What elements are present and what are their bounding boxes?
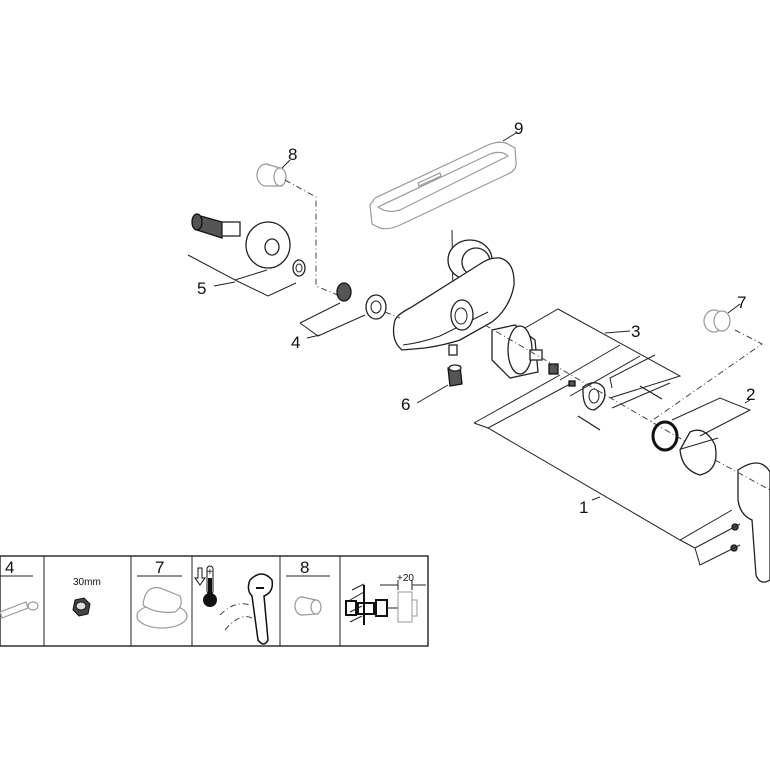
legend-label-8: 8	[300, 558, 309, 577]
callout-5: 5	[197, 279, 206, 298]
callout-1: 1	[579, 498, 588, 517]
leader-line-7	[727, 303, 741, 314]
legend-cell-4: 4	[0, 558, 39, 619]
leader-line-8	[281, 159, 291, 169]
lever-handle	[714, 459, 770, 583]
leader-line-1	[591, 496, 601, 501]
leader-line-4	[306, 334, 321, 339]
mixer-body	[392, 239, 515, 356]
callout-9: 9	[514, 119, 523, 138]
part-4-nut	[299, 282, 401, 337]
leader-line-3	[604, 330, 631, 334]
part-8-adapter	[256, 163, 341, 297]
nut-icon	[72, 597, 91, 617]
callout-7: 7	[737, 293, 746, 312]
callout-6: 6	[401, 395, 410, 414]
part-9-shelf-tray	[369, 141, 517, 301]
extension-icon	[345, 580, 426, 625]
callout-8: 8	[288, 145, 297, 164]
part-1-bracket	[473, 374, 741, 566]
callout-3: 3	[631, 322, 640, 341]
cap-icon	[136, 587, 188, 629]
legend-label-4: 4	[5, 558, 14, 577]
part-6-nipple	[447, 364, 463, 387]
legend-label-plus-20: +20	[397, 573, 414, 584]
legend-cell-temperature: +	[194, 565, 274, 645]
legend-cell-extension: +20	[345, 573, 426, 625]
callout-2: 2	[746, 385, 755, 404]
wrench-icon	[0, 601, 39, 619]
thermometer-lever-icon: +	[194, 565, 274, 645]
legend-table: 4 30mm 7	[0, 555, 429, 647]
part-5-s-union-and-rosette	[187, 213, 306, 297]
part-3-cartridge-set	[484, 308, 701, 451]
legend-cell-8: 8	[286, 558, 330, 616]
leader-line-6	[416, 384, 449, 404]
callout-4: 4	[291, 333, 300, 352]
legend-label-7: 7	[155, 558, 164, 577]
part-2-oring-and-sleeve	[651, 397, 752, 476]
legend-label-30mm: 30mm	[73, 577, 101, 588]
legend-cell-30mm: 30mm	[72, 577, 101, 617]
leader-line-5	[213, 281, 236, 287]
legend-cell-7: 7	[136, 558, 188, 629]
adapter-icon	[294, 596, 322, 616]
part-7-cap	[649, 309, 763, 423]
thermo-plus-sign: +	[207, 567, 213, 578]
leader-line-9	[502, 132, 517, 142]
